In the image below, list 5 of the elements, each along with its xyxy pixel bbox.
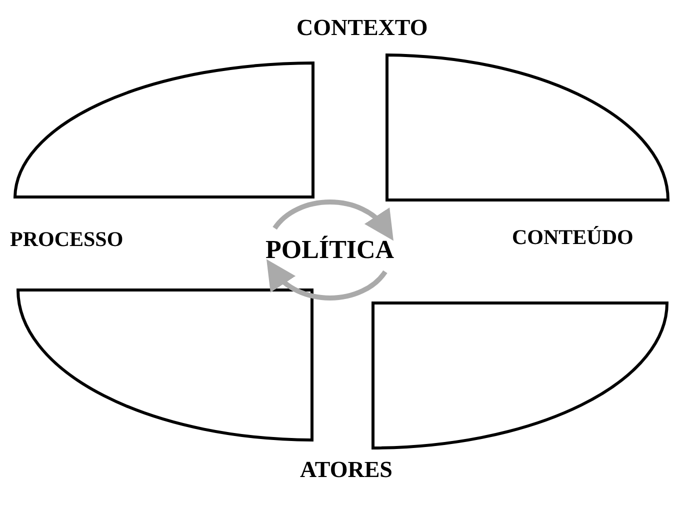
- dimension-label: CONTEÚDO: [512, 227, 634, 248]
- center-label: POLÍTICA: [266, 237, 394, 263]
- dimension-label: ATORES: [300, 458, 392, 481]
- dimension-label: CONTEXTO: [296, 16, 428, 39]
- dimension-label: PROCESSO: [10, 229, 124, 250]
